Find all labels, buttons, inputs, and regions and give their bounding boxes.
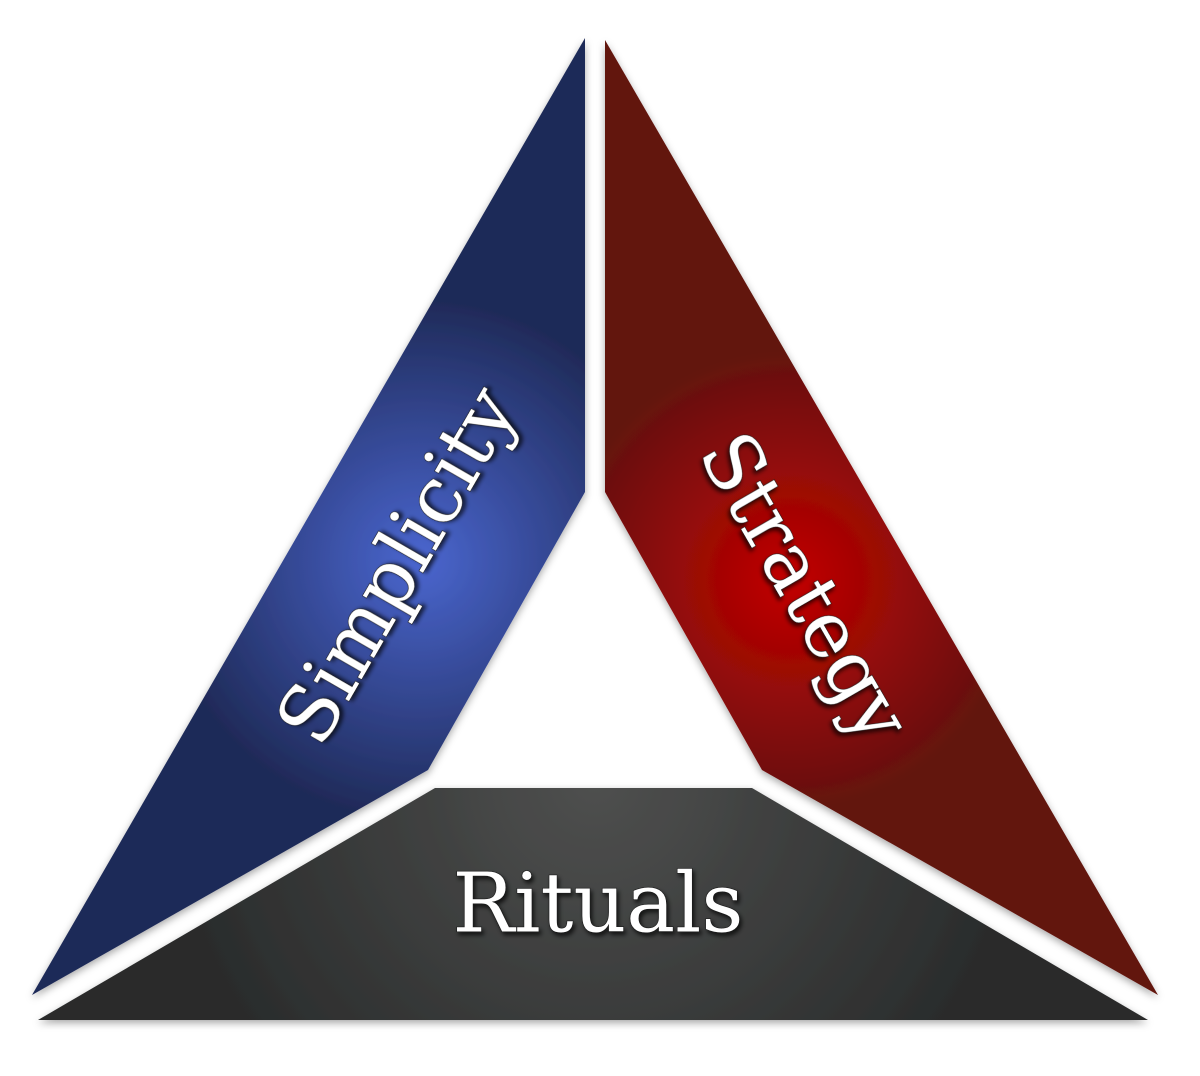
segment-bottom-label: Rituals: [453, 857, 744, 952]
segment-left-shape: [32, 38, 585, 995]
segment-left: [32, 38, 585, 995]
segment-bottom: [38, 788, 1148, 1020]
segment-bottom-shape: [38, 788, 1148, 1020]
segment-right: [605, 40, 1158, 995]
segment-right-shape: [605, 40, 1158, 995]
